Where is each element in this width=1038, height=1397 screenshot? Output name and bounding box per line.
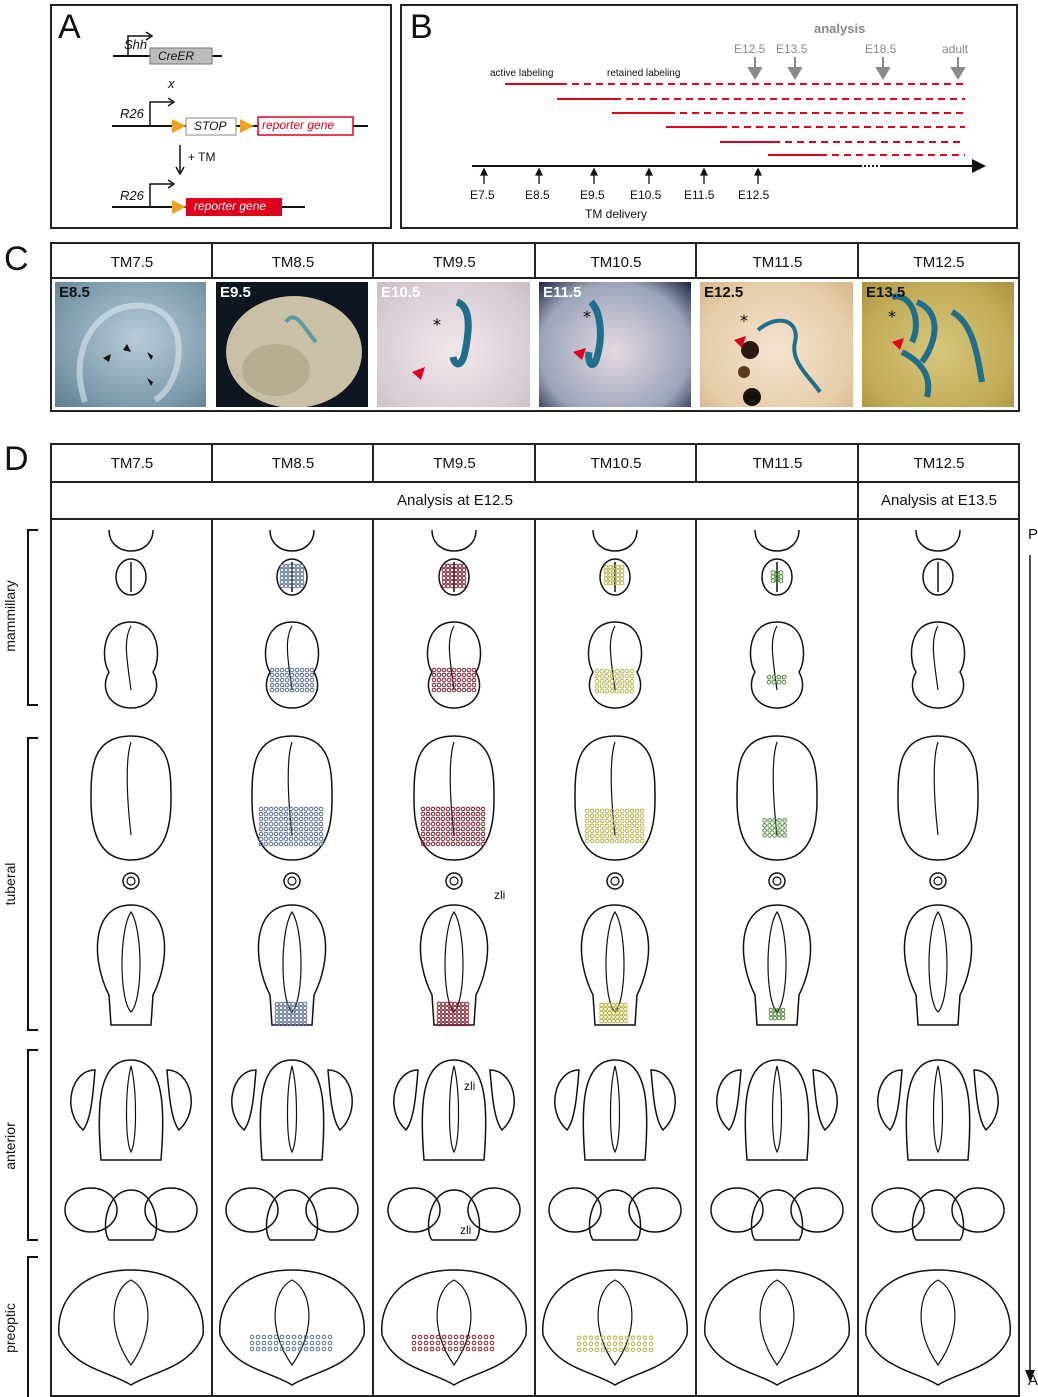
region-label-tuberal: tuberal bbox=[2, 844, 18, 924]
embryo-photo-2: E9.5 bbox=[216, 282, 368, 407]
axis-label-a: A bbox=[1028, 1372, 1038, 1389]
stage-label-2: E9.5 bbox=[220, 284, 251, 301]
analysis-point-3: E18.5 bbox=[865, 42, 896, 56]
zli-label-2: zli bbox=[464, 1079, 475, 1093]
active-labeling-label: active labeling bbox=[490, 68, 553, 79]
creer-label: CreER bbox=[158, 49, 194, 63]
d-header-2: TM8.5 bbox=[213, 455, 373, 472]
r26-label-2: R26 bbox=[120, 188, 144, 203]
c-header-4: TM10.5 bbox=[536, 254, 696, 271]
panel-c-letter: C bbox=[4, 240, 29, 279]
embryo-photo-1: E8.5 bbox=[55, 282, 206, 407]
tm-label: + TM bbox=[188, 150, 215, 164]
cross-symbol: x bbox=[168, 76, 175, 91]
d-header-3: TM9.5 bbox=[374, 455, 535, 472]
region-label-preoptic: preoptic bbox=[2, 1288, 18, 1368]
analysis-e12-label: Analysis at E12.5 bbox=[52, 492, 858, 509]
stop-label: STOP bbox=[194, 119, 226, 133]
stage-label-4: E11.5 bbox=[543, 284, 581, 301]
region-label-mammillary: mammillary bbox=[2, 566, 18, 666]
tm-point-1: E7.5 bbox=[470, 188, 495, 202]
axis-label-p: P bbox=[1028, 526, 1038, 543]
panel-d-letter: D bbox=[4, 440, 29, 479]
panel-d-box bbox=[50, 443, 1020, 1397]
retained-labeling-label: retained labeling bbox=[607, 68, 680, 79]
c-header-5: TM11.5 bbox=[697, 254, 858, 271]
stage-label-1: E8.5 bbox=[59, 284, 90, 301]
zli-label-3: zli bbox=[460, 1223, 471, 1237]
svg-text:*: * bbox=[583, 307, 591, 326]
analysis-point-4: adult bbox=[942, 42, 968, 56]
reporter-label-1: reporter gene bbox=[262, 118, 334, 132]
tm-point-6: E12.5 bbox=[738, 188, 769, 202]
analysis-e13-label: Analysis at E13.5 bbox=[859, 492, 1019, 509]
c-header-1: TM7.5 bbox=[52, 254, 212, 271]
analysis-heading: analysis bbox=[814, 21, 865, 36]
d-header-5: TM11.5 bbox=[697, 455, 858, 472]
d-header-1: TM7.5 bbox=[52, 455, 212, 472]
panel-a-box bbox=[50, 4, 392, 229]
c-header-2: TM8.5 bbox=[213, 254, 373, 271]
tm-point-5: E11.5 bbox=[684, 188, 714, 202]
analysis-point-1: E12.5 bbox=[734, 42, 765, 56]
tm-delivery-label: TM delivery bbox=[585, 207, 647, 221]
svg-text:*: * bbox=[888, 307, 896, 326]
stage-label-6: E13.5 bbox=[866, 284, 905, 301]
d-header-4: TM10.5 bbox=[536, 455, 696, 472]
svg-text:*: * bbox=[433, 315, 441, 334]
reporter-label-2: reporter gene bbox=[194, 199, 266, 213]
c-header-6: TM12.5 bbox=[859, 254, 1019, 271]
d-header-6: TM12.5 bbox=[859, 455, 1019, 472]
region-label-anterior: anterior bbox=[2, 1106, 18, 1186]
embryo-photo-3: * E10.5 bbox=[377, 282, 530, 407]
analysis-point-2: E13.5 bbox=[776, 42, 807, 56]
embryo-photo-4: * E11.5 bbox=[539, 282, 691, 407]
c-header-3: TM9.5 bbox=[374, 254, 535, 271]
embryo-photo-6: * E13.5 bbox=[862, 282, 1014, 407]
tm-point-2: E8.5 bbox=[525, 188, 550, 202]
stage-label-5: E12.5 bbox=[704, 284, 743, 301]
shh-label: Shh bbox=[124, 37, 147, 52]
stage-label-3: E10.5 bbox=[381, 284, 420, 301]
embryo-photo-5: * E12.5 bbox=[700, 282, 853, 407]
svg-text:*: * bbox=[740, 311, 748, 330]
zli-label-1: zli bbox=[494, 888, 505, 902]
tm-point-4: E10.5 bbox=[630, 188, 661, 202]
tm-point-3: E9.5 bbox=[580, 188, 605, 202]
r26-label-1: R26 bbox=[120, 106, 144, 121]
